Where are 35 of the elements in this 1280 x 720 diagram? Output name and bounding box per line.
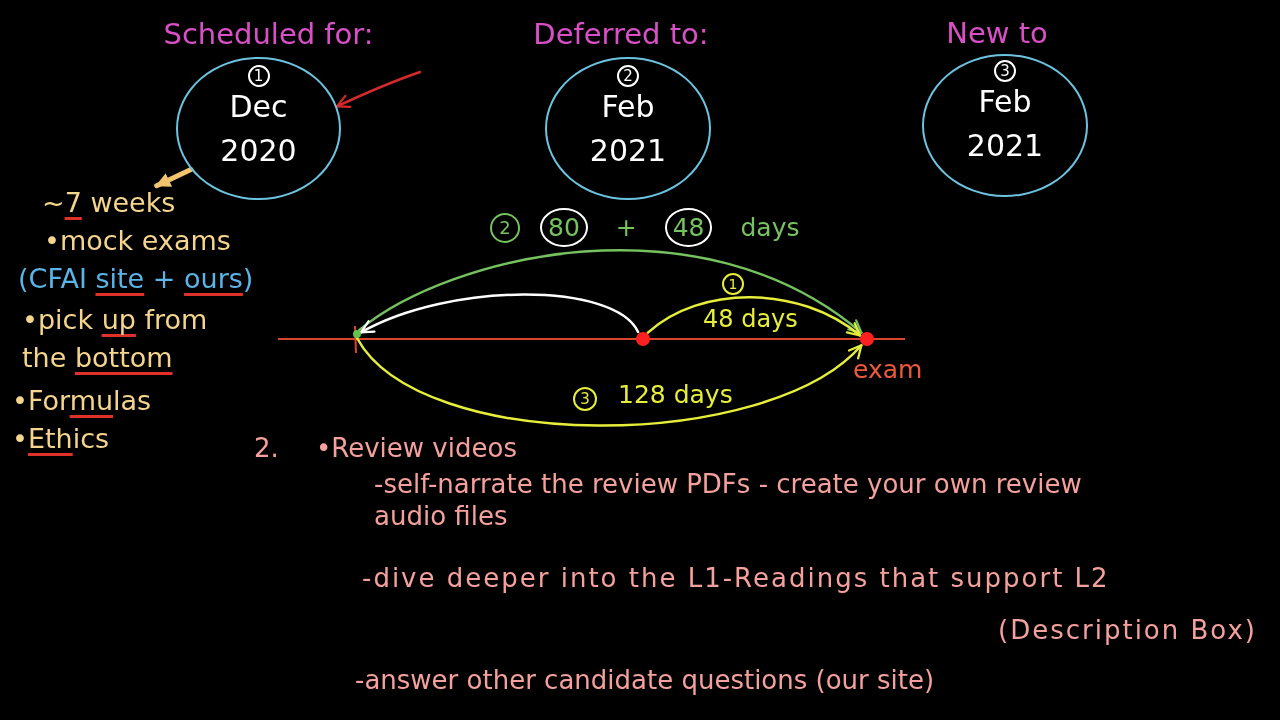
arrow [646,296,862,337]
timeline-point [353,330,361,338]
note-text: -answer other candidate questions (our site) [355,664,935,697]
note-text: -self-narrate the review PDFs - create your own review audio files [374,468,1083,532]
step-number: 2 [490,213,520,243]
note-text: •Review videos [316,432,517,465]
node-caption: exam [853,356,923,384]
heading: Scheduled for: [163,17,374,51]
edge-label: 48 days [703,306,798,332]
timeline-point [860,332,874,346]
step-number: 2 [617,65,639,87]
edge-label: 128 days [618,381,733,409]
note-text: •Ethics [12,422,110,456]
heading: New to [946,16,1048,50]
edge-label: 80 + 48 days [540,208,800,247]
step-number: 1 [722,273,744,295]
note-text: •Formulas [12,384,152,418]
note-text: ~7 weeks [42,185,176,221]
heading: Deferred to: [533,17,709,51]
step-number: 3 [573,387,597,411]
note-text: 2. [254,432,279,465]
step-number: 3 [994,60,1016,82]
arrow [154,167,194,189]
date-text: Feb 2021 [966,83,1044,165]
date-text: Feb 2021 [589,88,667,170]
step-number: 1 [247,65,270,87]
note-text: (CFAI site + ours) [18,262,254,296]
arrow [358,249,863,334]
arrow [355,336,863,427]
note-text: -dive deeper into the L1-Readings that support L2 (Description Box) [362,562,1257,647]
arrow [335,70,422,108]
note-text: •mock exams [44,224,231,258]
arrow [359,293,640,334]
date-text: Dec 2020 [220,88,297,170]
timeline-point [636,332,650,346]
